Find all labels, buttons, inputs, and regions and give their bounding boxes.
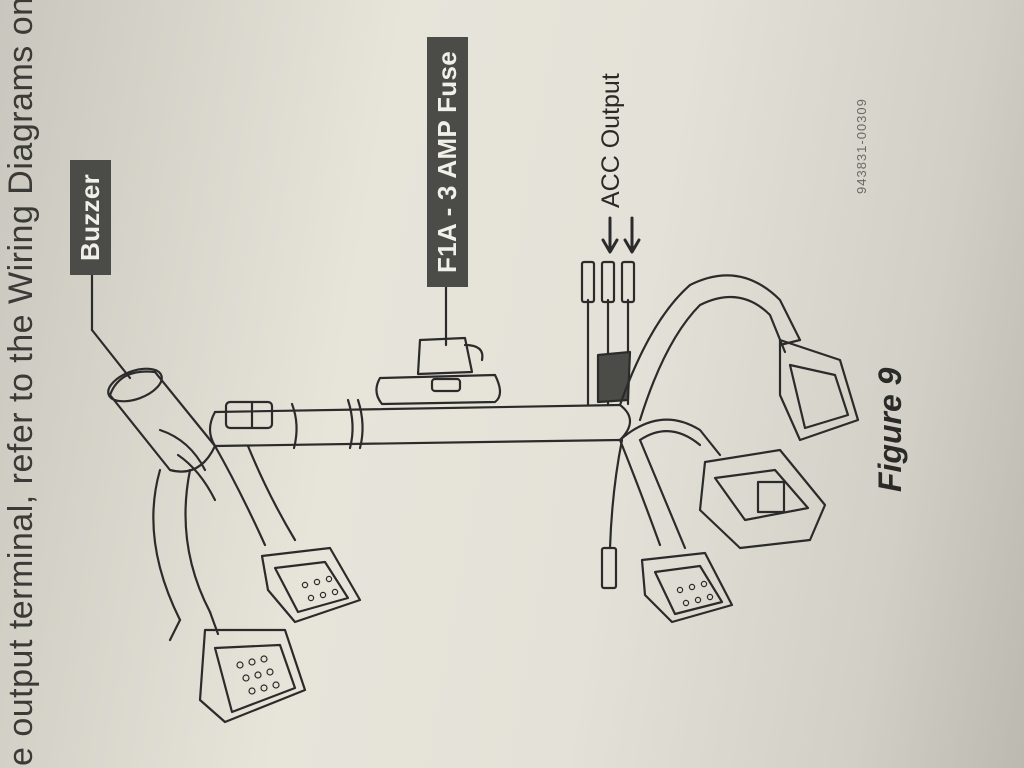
figure-caption: Figure 9 (872, 367, 908, 492)
fuse-holder (375, 373, 502, 406)
fuse-label: F1A - 3 AMP Fuse (427, 37, 468, 287)
acc-output-label: ACC Output (597, 73, 625, 208)
arrow-down-icon (601, 216, 619, 254)
buzzer-body (108, 370, 217, 473)
part-number: 943831-00309 (854, 98, 869, 194)
wire-sleeve (596, 350, 632, 404)
branch-upper-right (618, 274, 802, 407)
buzzer-leader-line-2 (90, 328, 132, 380)
branch-lower-right (618, 438, 687, 550)
main-trunk (213, 403, 622, 448)
fuse (416, 336, 474, 376)
connector-box-right (698, 448, 827, 550)
connector-lower-right (640, 551, 734, 624)
buzzer-label: Buzzer (70, 159, 111, 275)
buzzer-branch (152, 468, 212, 622)
connector-upper-right (778, 338, 860, 442)
inline-connector (224, 400, 274, 430)
connector-mid-left (260, 546, 362, 624)
loose-wire (608, 438, 624, 550)
arrow-down-icon (623, 216, 641, 254)
branch-right (618, 418, 722, 457)
connector-large-left (198, 628, 307, 724)
branch-mid-left (213, 444, 297, 547)
